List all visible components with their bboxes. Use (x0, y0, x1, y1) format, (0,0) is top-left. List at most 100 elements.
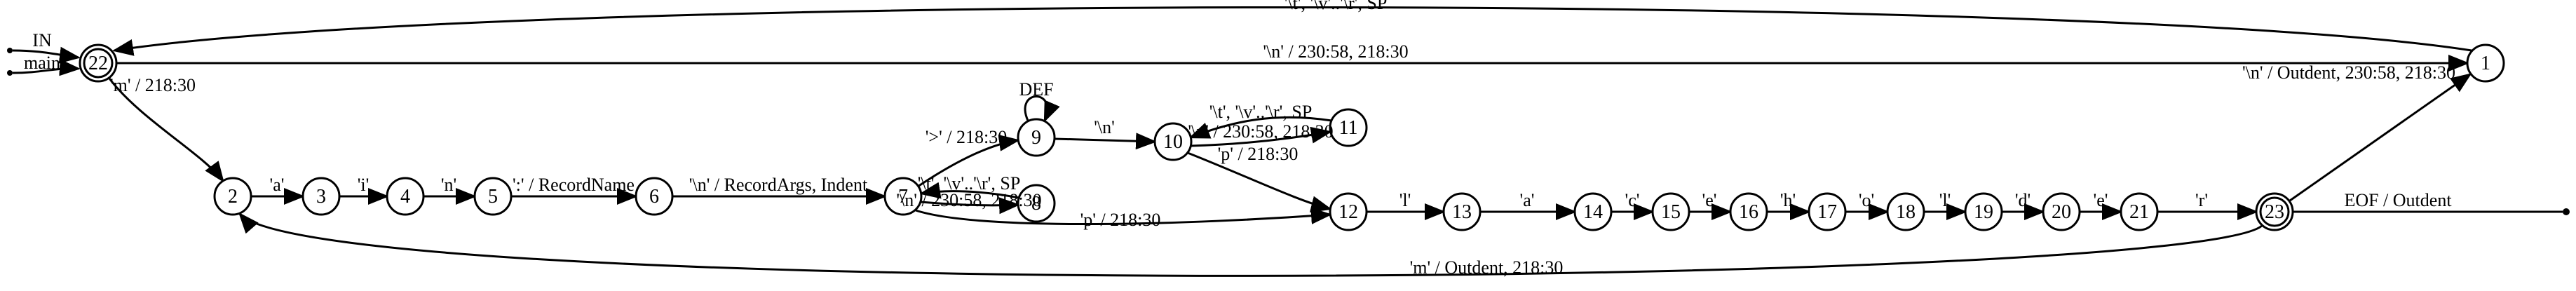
transition-label-10-to-12: 'p' / 218:30 (1218, 144, 1299, 164)
state-7: 7 (883, 177, 923, 216)
state-label-16: 16 (1739, 201, 1758, 223)
state-label-8: 8 (1031, 193, 1041, 215)
state-2: 2 (213, 177, 252, 216)
state-circle-13 (1442, 192, 1482, 231)
transition-label-6-to-7: '\n' / RecordArgs, Indent (689, 175, 868, 195)
transition-label-5-to-6: ':' / RecordName (513, 175, 635, 195)
transition-label-7-to-12: 'p' / 218:30 (1080, 210, 1161, 230)
state-circle-21 (2120, 192, 2159, 231)
state-label-4: 4 (400, 186, 410, 208)
transition-label-9-to-10: '\n' (1094, 117, 1115, 137)
transition-label-13-to-14: 'a' (1520, 190, 1535, 210)
transition-label-4-to-5: 'n' (441, 175, 456, 195)
state-9: 9 (1017, 118, 1056, 157)
state-circle-6 (635, 177, 674, 216)
state-label-18: 18 (1896, 201, 1916, 223)
state-label-5: 5 (488, 186, 498, 208)
state-circle-2 (213, 177, 252, 216)
transition-label-12-to-13: 'l' (1399, 190, 1411, 210)
state-label-19: 19 (1974, 201, 1993, 223)
state-circle-18 (1886, 192, 1925, 231)
transition-22-to-2 (108, 78, 224, 183)
state-13: 13 (1442, 192, 1482, 231)
state-circle-7 (883, 177, 923, 216)
transition-label-8-to-7: '\t', '\v'..'\r', SP (918, 173, 1021, 194)
state-21: 21 (2120, 192, 2159, 231)
transition-label-15-to-16: 'e' (1702, 190, 1717, 210)
state-17: 17 (1808, 192, 1847, 231)
state-circle-20 (2042, 192, 2081, 231)
transition-8-to-7 (919, 182, 1019, 199)
entry-main-dot (7, 70, 13, 76)
transition-label-7-to-9: '>' / 218:30 (926, 127, 1007, 147)
transition-label-14-to-15: 'c' (1625, 190, 1640, 210)
transition-label-18-to-19: 'l' (1939, 190, 1951, 210)
transition-label-11-to-10: '\t', '\v'..'\r', SP (1209, 102, 1313, 122)
state-label-2: 2 (228, 186, 238, 208)
entry-in-dot (7, 48, 13, 53)
state-label-11: 11 (1339, 117, 1358, 139)
transition-label-17-to-18: 'o' (1859, 190, 1874, 210)
state-label-15: 15 (1661, 201, 1681, 223)
state-label-6: 6 (649, 186, 659, 208)
transition-label-22-to-2: 'm' / 218:30 (110, 75, 196, 95)
transition-10-to-11 (1191, 126, 1332, 147)
state-circle-17 (1808, 192, 1847, 231)
transition-7-to-8 (920, 197, 1020, 215)
entry-main-arrow (12, 59, 81, 76)
state-label-20: 20 (2052, 201, 2071, 223)
state-inner-circle-22 (83, 48, 114, 79)
entry-in-arrow (12, 46, 81, 64)
state-circle-16 (1729, 192, 1768, 231)
state-16: 16 (1729, 192, 1768, 231)
state-label-1: 1 (2481, 53, 2490, 74)
state-circle-5 (473, 177, 513, 216)
state-inner-circle-23 (2259, 196, 2290, 227)
state-circle-14 (1573, 192, 1613, 231)
state-14: 14 (1573, 192, 1613, 231)
transition-1-to-22 (112, 6, 2472, 56)
state-circle-4 (386, 177, 425, 216)
state-label-17: 17 (1817, 201, 1837, 223)
transition-label-10-to-11: '\n' / 230:58, 218:30 (1188, 121, 1333, 142)
exit-dot (2563, 208, 2570, 215)
state-circle-9 (1017, 118, 1056, 157)
state-4: 4 (386, 177, 425, 216)
transition-label-7-to-8: '\n' / 230:58, 218:30 (896, 190, 1041, 210)
state-label-23: 23 (2265, 201, 2284, 223)
state-20: 20 (2042, 192, 2081, 231)
state-circle-19 (1964, 192, 2003, 231)
state-label-13: 13 (1452, 201, 1472, 223)
state-12: 12 (1329, 192, 1368, 231)
state-circle-8 (1017, 184, 1056, 223)
transition-23-to-1 (2289, 73, 2472, 202)
state-8: 8 (1017, 184, 1056, 223)
state-circle-12 (1329, 192, 1368, 231)
state-label-7: 7 (898, 186, 908, 208)
entry-in-label: IN (32, 30, 52, 50)
state-label-3: 3 (316, 186, 326, 208)
state-11: 11 (1329, 108, 1368, 147)
state-22: 22 (79, 43, 118, 83)
transition-label-23-to-1: '\n' / Outdent, 230:58, 218:30 (2242, 62, 2455, 83)
state-circle-1 (2466, 43, 2505, 83)
state-label-9: 9 (1031, 127, 1041, 149)
transition-label-21-to-23: 'r' (2195, 190, 2208, 210)
transition-label-2-to-3: 'a' (270, 175, 285, 195)
transition-label-22-to-1: '\n' / 230:58, 218:30 (1263, 41, 1408, 62)
state-circle-15 (1651, 192, 1690, 231)
state-label-10: 10 (1163, 131, 1183, 153)
state-10: 10 (1153, 122, 1193, 161)
state-19: 19 (1964, 192, 2003, 231)
transition-label-19-to-20: 'd' (2015, 190, 2031, 210)
state-label-21: 21 (2129, 201, 2149, 223)
state-1: 1 (2466, 43, 2505, 83)
transition-9-to-9 (1024, 95, 1060, 123)
state-3: 3 (301, 177, 341, 216)
transition-10-to-12 (1187, 151, 1332, 212)
state-18: 18 (1886, 192, 1925, 231)
state-label-22: 22 (88, 53, 108, 74)
state-circle-10 (1153, 122, 1193, 161)
